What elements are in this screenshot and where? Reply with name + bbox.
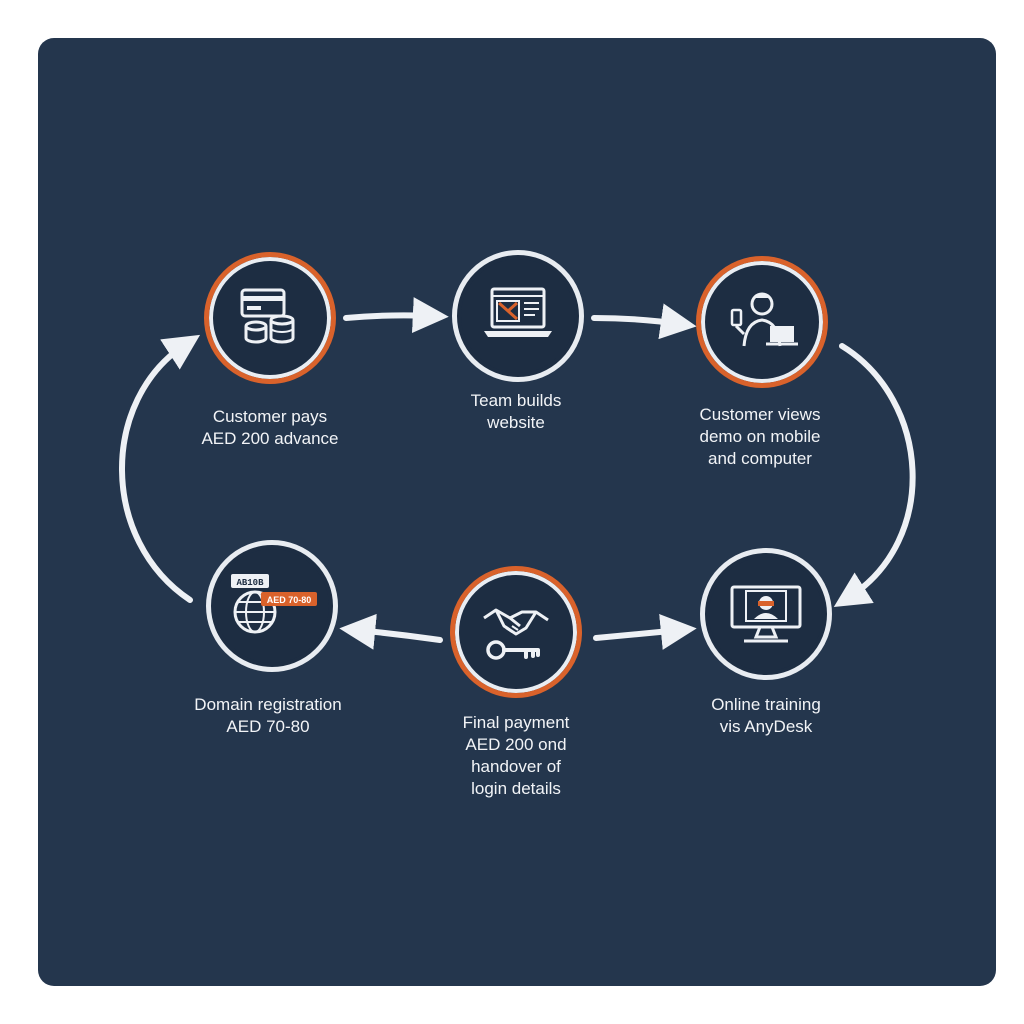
- diagram-panel: [38, 38, 996, 986]
- domain-price-tag-text: AED 70-80: [267, 595, 312, 605]
- step-node-demo: [696, 256, 828, 388]
- arrow-build-to-demo: [591, 303, 697, 340]
- step-node-training: [700, 548, 832, 680]
- domain-tag-text: AB10B: [236, 578, 264, 588]
- globe-domain-icon: AB10B AED 70-80: [231, 574, 317, 634]
- arrow-advance-to-build: [343, 297, 449, 334]
- step-node-build: [452, 250, 584, 382]
- step-label-demo: Customer views demo on mobile and comput…: [699, 405, 821, 468]
- step-node-advance: [204, 252, 336, 384]
- arrow-demo-to-training: [833, 343, 916, 607]
- monitor-remote-icon: [730, 585, 802, 643]
- step-node-domain: AB10B AED 70-80: [206, 540, 338, 672]
- step-label-advance: Customer pays AED 200 advance: [201, 407, 339, 448]
- arrow-domain-to-advance: [119, 334, 201, 603]
- step-label-final: Final payment AED 200 ond handover of lo…: [462, 713, 570, 798]
- arrow-final-to-training: [593, 613, 697, 650]
- step-label-build: Team builds website: [470, 391, 562, 432]
- laptop-website-icon: [484, 287, 552, 337]
- arrow-final-to-domain: [339, 613, 443, 650]
- person-phone-laptop-icon: [730, 292, 798, 347]
- step-label-domain: Domain registration AED 70-80: [194, 695, 342, 736]
- step-node-final: [450, 566, 582, 698]
- step-label-training: Online training vis AnyDesk: [711, 695, 821, 736]
- handshake-key-icon: [483, 608, 549, 660]
- card-coins-icon: [240, 288, 295, 344]
